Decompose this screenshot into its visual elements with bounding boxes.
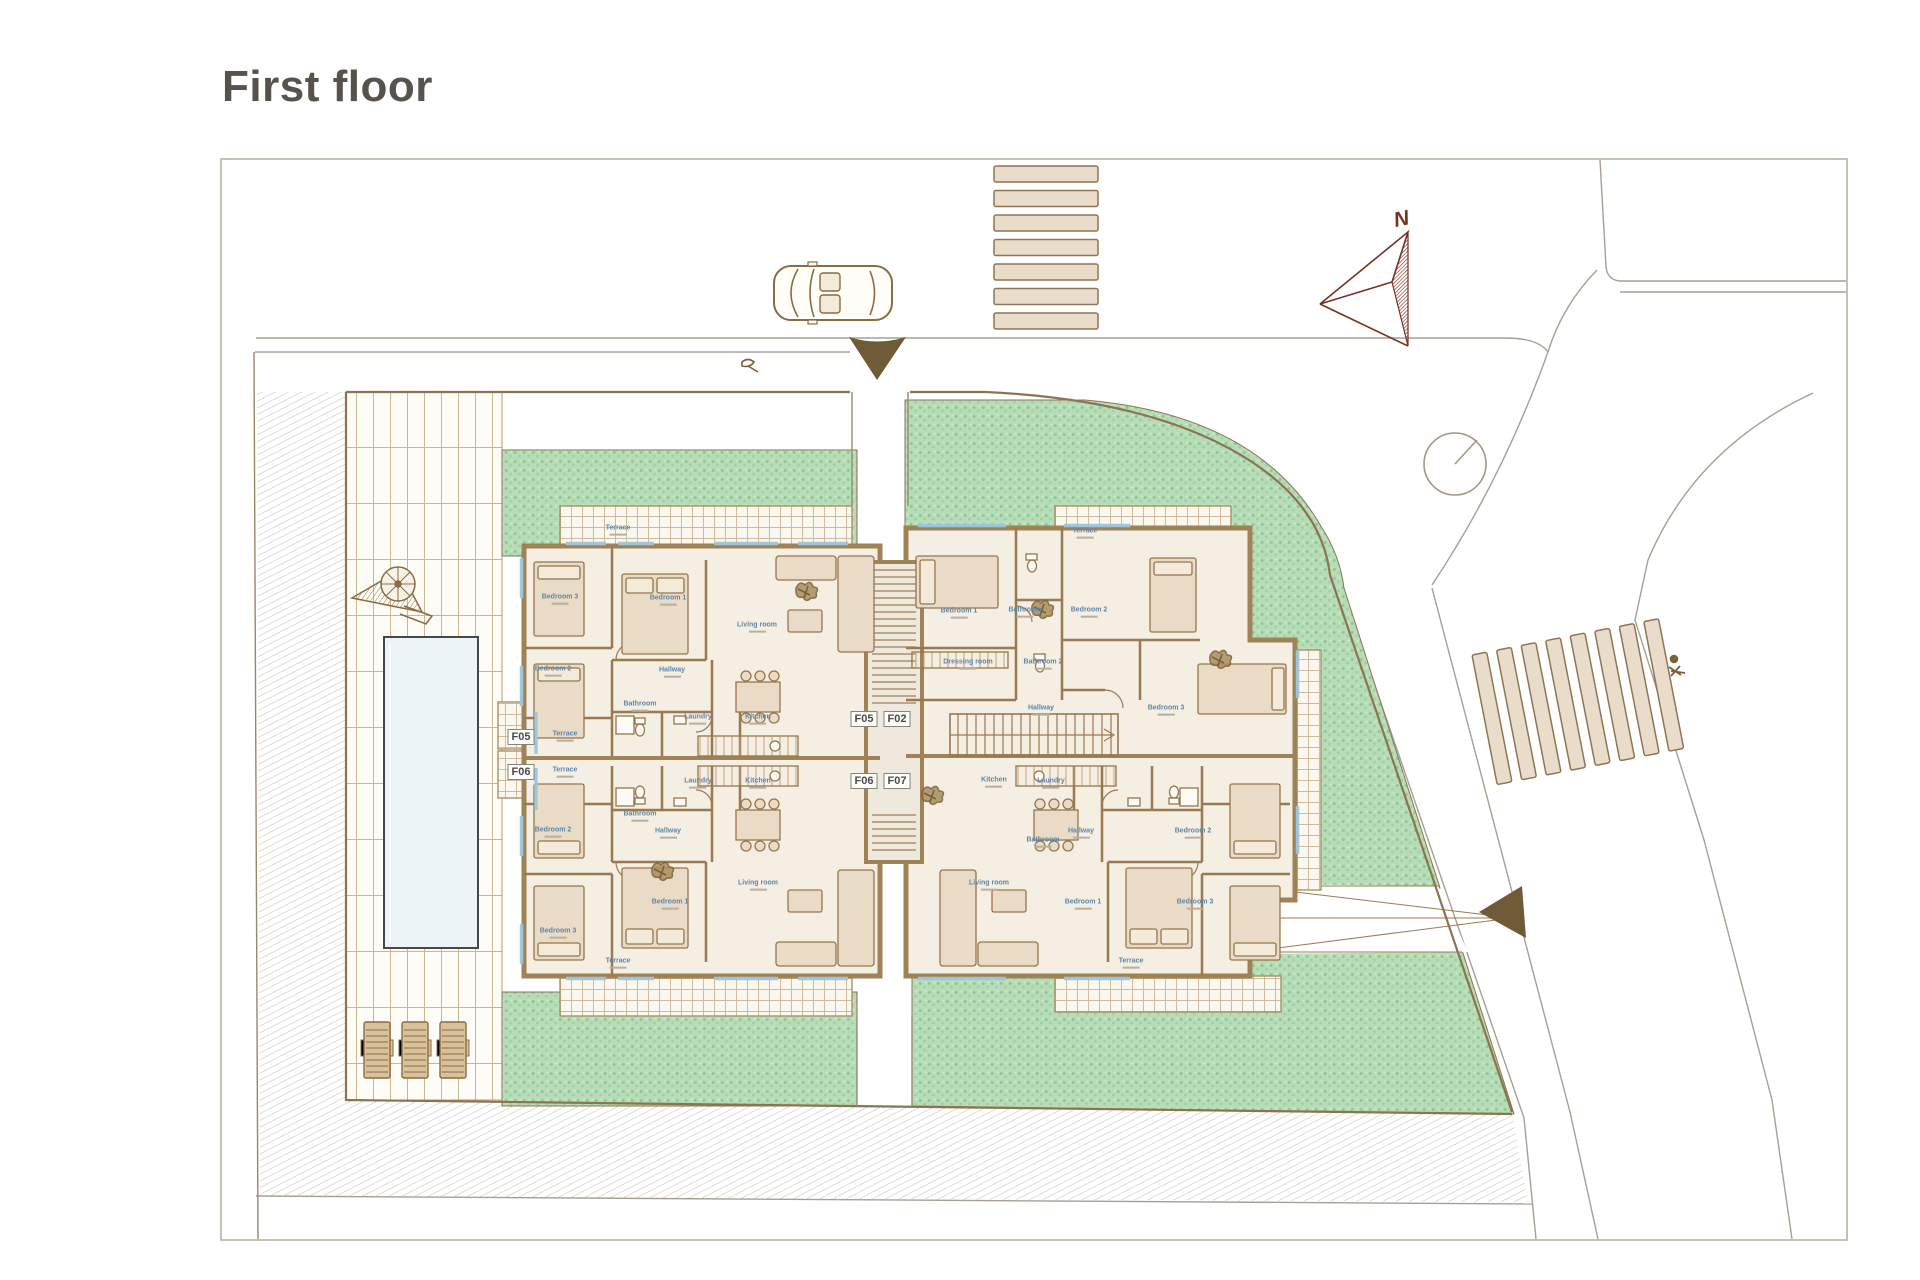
terrace-top-left	[559, 505, 853, 547]
embankment-hatch	[257, 392, 1528, 1202]
stairs	[949, 713, 1119, 757]
swimming-pool	[383, 636, 479, 949]
drawing-frame	[220, 158, 1848, 1241]
road-lines	[253, 159, 1846, 1240]
f02-partition-walls	[906, 528, 1200, 709]
f02-furniture	[911, 553, 1287, 715]
pedestrian-icon	[1668, 654, 1686, 677]
north-label: N	[1392, 206, 1412, 232]
crosswalk-north	[993, 165, 1099, 330]
driveway	[1261, 884, 1526, 954]
car-icon	[773, 261, 893, 325]
north-arrow: N	[1319, 206, 1412, 347]
terrace-east	[1294, 649, 1322, 891]
scooter-icon	[741, 358, 759, 373]
elevator-shaft-2	[872, 810, 916, 856]
site-entrance-arrow-north	[849, 337, 906, 380]
water-wheel-icon	[349, 566, 434, 625]
terrace-bottom-right	[1054, 975, 1282, 1013]
building	[497, 505, 1322, 1017]
crosswalk-east	[1471, 618, 1685, 785]
entry-paths	[851, 392, 913, 1106]
terrace-bottom-left	[559, 975, 853, 1017]
windows	[519, 523, 1300, 981]
site-entrance-arrow-east	[1479, 886, 1526, 938]
elevator-shaft	[872, 568, 916, 708]
tree-symbol	[1423, 432, 1487, 496]
site-boundary	[344, 390, 1514, 1116]
page-title: First floor	[222, 62, 433, 111]
